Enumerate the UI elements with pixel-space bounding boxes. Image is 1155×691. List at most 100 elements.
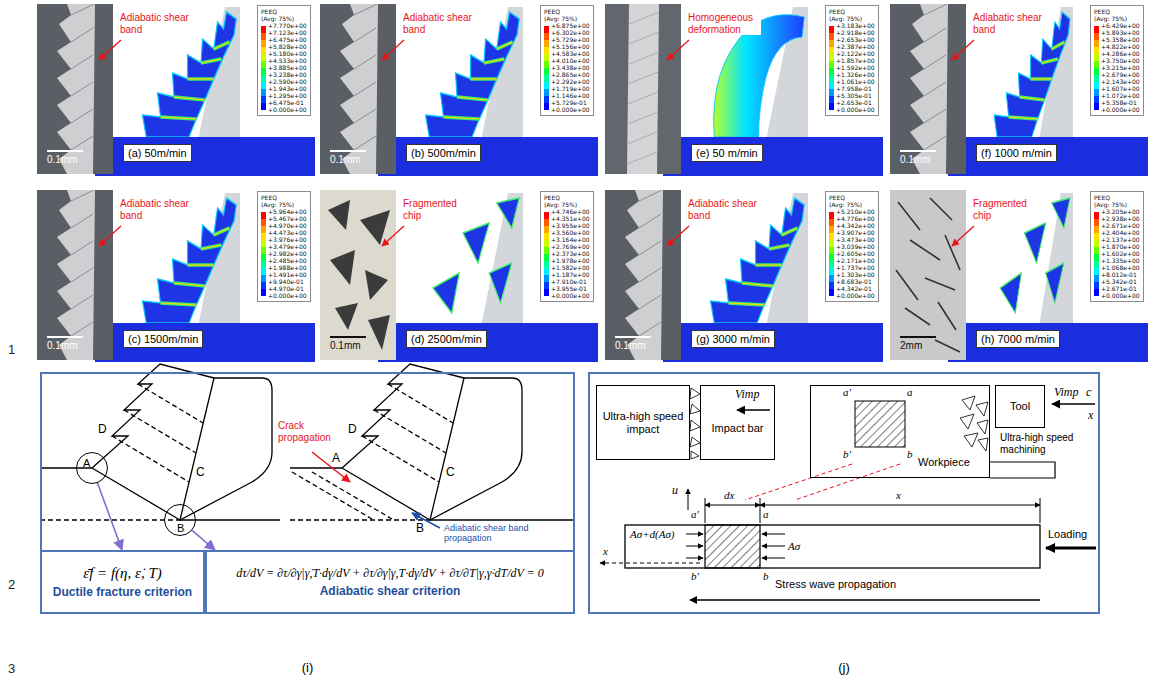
legend-value: +1.737e+00 (836, 264, 875, 271)
legend-value: +4.776e+00 (836, 215, 875, 222)
stress-arrows (762, 558, 785, 559)
colorbar-cell (261, 247, 266, 254)
colorbar-cell (261, 233, 266, 240)
caption-text: (e) 50 m/min (696, 146, 758, 160)
stress-arrows (686, 534, 785, 558)
colorbar-cell (829, 82, 834, 89)
colorbar-cell (1094, 82, 1099, 89)
colorbar-row: +6.875e+00+6.302e+00+5.729e+00+5.156e+00… (544, 22, 590, 113)
simulation-panel (890, 190, 1148, 362)
dimension-lines (1040, 498, 1041, 523)
legend-value: +6.302e+00 (551, 29, 590, 36)
simulation-panel (667, 226, 689, 246)
callout-label: Adiabatic shear band (972, 12, 1046, 35)
colorbar-cell (544, 254, 549, 261)
legend-value: +1.857e+00 (836, 57, 875, 64)
point-letter: A (332, 452, 340, 466)
simulation-panel (890, 4, 966, 174)
legend-value: +3.039e+00 (836, 243, 875, 250)
simulation-panel (605, 4, 883, 176)
legend-value: +2.387e+00 (836, 43, 875, 50)
legend-value: +4.473e+00 (268, 229, 307, 236)
legend-value: +0.000e+00 (836, 292, 875, 299)
color-legend: PEEQ(Avg: 75%)+6.875e+00+6.302e+00+5.729… (540, 5, 594, 116)
legend-value: +4.342e+00 (836, 222, 875, 229)
scale-label: 0.1mm (47, 154, 78, 166)
scale-label: 0.1mm (330, 340, 361, 352)
panel-caption: (h) 7000 m/min (976, 330, 1060, 348)
colorbar-cell (1094, 89, 1099, 96)
caption-text: (a) 50m/min (128, 146, 187, 160)
colorbar-cell (261, 289, 266, 296)
colorbar-cell (261, 68, 266, 75)
legend-value: +6.875e+00 (551, 22, 590, 29)
colorbar (544, 212, 549, 300)
axis-arrow (600, 563, 700, 564)
legend-value: +2.653e+00 (836, 36, 875, 43)
colorbar-cell (829, 47, 834, 54)
point-letter: B (177, 522, 184, 534)
simulation-panel (382, 40, 404, 60)
callout-label: Adiabatic shear band (119, 12, 193, 35)
panel-caption: (b) 500m/min (406, 144, 481, 162)
wave-label: Stress wave propagation (775, 578, 896, 591)
colorbar-cell (261, 226, 266, 233)
caption-text: (d) 2500m/min (411, 332, 482, 346)
colorbar-cell (829, 289, 834, 296)
colorbar-cell (1094, 226, 1099, 233)
panel-caption: (d) 2500m/min (406, 330, 487, 348)
colorbar-cell (261, 54, 266, 61)
colorbar-cell (544, 240, 549, 247)
workpiece-outline (990, 462, 1055, 478)
legend-note: (Avg: 75%) (1094, 15, 1140, 22)
legend-title: PEEQ (829, 8, 875, 15)
colorbar-cell (261, 282, 266, 289)
crack-sketch (290, 467, 342, 468)
colorbar-cell (829, 219, 834, 226)
colorbar-cell (261, 89, 266, 96)
legend-value: +1.491e+00 (268, 271, 307, 278)
legend-title: PEEQ (1094, 194, 1140, 201)
simulation-panel (615, 336, 651, 338)
simulation-panel (330, 336, 366, 338)
colorbar-cell (1094, 96, 1099, 103)
legend-value: +3.205e+00 (1101, 208, 1140, 215)
legend-value: +2.918e+00 (836, 29, 875, 36)
hatched-element (705, 525, 760, 568)
impact-fragments (690, 404, 700, 414)
legend-value: +1.187e+00 (551, 271, 590, 278)
legend-value: +7.770e+00 (268, 22, 307, 29)
machining-chips (964, 433, 978, 447)
force-label: Aσ+d(Aσ) (630, 528, 675, 541)
colorbar-row: +5.964e+00+5.467e+00+4.970e+00+4.473e+00… (261, 208, 307, 299)
colorbar-cell (1094, 261, 1099, 268)
legend-value: +0.000e+00 (268, 292, 307, 299)
legend-title: PEEQ (261, 194, 307, 201)
legend-value: +8.683e-01 (836, 278, 875, 285)
legend-value: +7.123e+00 (268, 29, 307, 36)
colorbar-row: +7.770e+00+7.123e+00+6.475e+00+5.828e+00… (261, 22, 307, 113)
legend-values: +5.210e+00+4.776e+00+4.342e+00+3.907e+00… (836, 208, 875, 299)
simulation-panel (378, 137, 598, 176)
workpiece-text: Workpiece (918, 456, 970, 469)
scale-label: 0.1mm (47, 340, 78, 352)
callout-label: Adiabatic shear band (119, 198, 193, 221)
workpiece-box: Workpiece (810, 385, 990, 478)
callout-label: Crack propagation (278, 420, 340, 443)
colorbar-cell (829, 261, 834, 268)
legend-value: +1.146e+00 (551, 92, 590, 99)
legend-value: +4.351e+00 (551, 215, 590, 222)
colorbar-cell (544, 68, 549, 75)
legend-value: +4.583e+00 (551, 50, 590, 57)
legend-value: +6.475e-01 (268, 99, 307, 106)
caption-text: (f) 1000 m/min (981, 146, 1052, 160)
scale-label: 0.1mm (900, 154, 931, 166)
legend-value: +5.893e+00 (1101, 29, 1140, 36)
legend-value: +4.970e+00 (268, 222, 307, 229)
legend-value: +3.164e+00 (551, 236, 590, 243)
legend-note: (Avg: 75%) (544, 201, 590, 208)
colorbar-row: +5.210e+00+4.776e+00+4.342e+00+3.907e+00… (829, 208, 875, 299)
legend-values: +4.746e+00+4.351e+00+3.955e+00+3.560e+00… (551, 208, 590, 299)
legend-value: +3.750e+00 (1101, 57, 1140, 64)
colorbar-cell (829, 40, 834, 47)
